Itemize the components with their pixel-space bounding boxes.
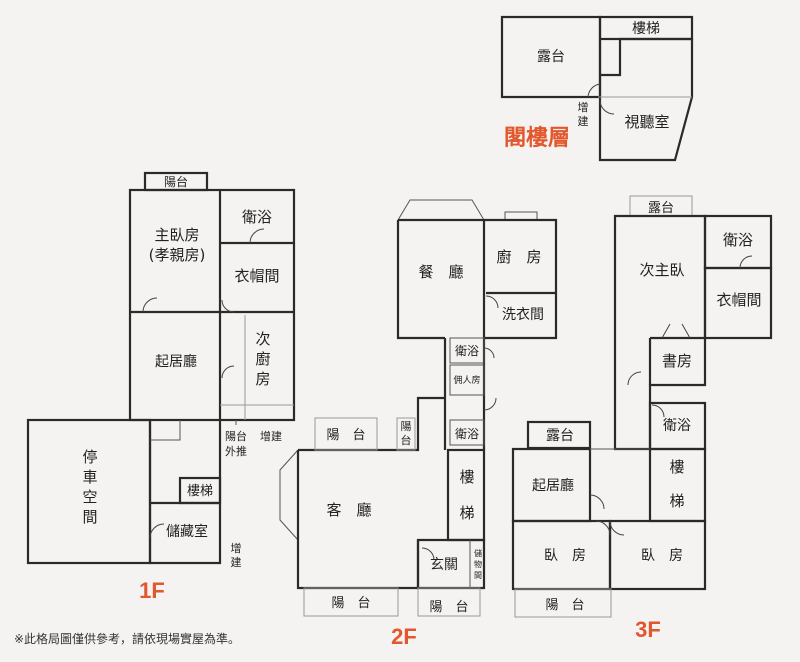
- 3f-bath2-label: 衛浴: [663, 418, 691, 434]
- 2f-foyer-label: 玄關: [430, 556, 458, 573]
- 1f-parking-label-1: 停: [82, 448, 97, 466]
- 3f-bedroom2-label: 臥 房: [641, 548, 683, 564]
- 1f-master-bedroom-sub-label: (孝親房): [149, 246, 206, 264]
- attic-plan: 露台 樓梯 增 建 視聽室 閣樓層: [500, 15, 694, 162]
- 2f-laundry-label: 洗衣間: [502, 307, 544, 323]
- 1f-addition-lower-label-2: 建: [231, 555, 242, 569]
- 3f-stairs-label-1: 樓: [669, 458, 684, 476]
- 2f-stairs-label-1: 樓: [459, 468, 474, 486]
- 3f-balcony-label: 陽 台: [545, 598, 584, 613]
- 1f-addition-label: 增建: [260, 429, 282, 443]
- 1f-floor-label: 1F: [139, 578, 165, 603]
- 2f-balcony-side-label-2: 台: [401, 433, 412, 447]
- 2f-stairs-label-2: 梯: [459, 504, 474, 522]
- floor-1-plan: 陽台 主臥房 (孝親房) 衛浴 衣帽間 起居廳 次 廚 房 陽台 外推 增建 停…: [26, 171, 296, 603]
- 3f-stairs-label-2: 梯: [669, 492, 684, 510]
- 1f-living-room-label: 起居廳: [155, 353, 197, 370]
- 2f-balcony-side-label-1: 陽: [401, 420, 412, 433]
- 2f-floor-label: 2F: [391, 624, 417, 649]
- 1f-balcony-push-label-2: 外推: [225, 444, 247, 458]
- 2f-bath2-label: 衛浴: [455, 427, 479, 441]
- 2f-maid-room-label: 佣人房: [453, 374, 480, 386]
- 2f-balcony-bottom-label: 陽 台: [331, 596, 370, 611]
- 3f-terrace-label: 露台: [648, 201, 674, 216]
- 2f-balcony-bottom2-label: 陽 台: [429, 600, 468, 615]
- 1f-balcony-label: 陽台: [164, 174, 188, 189]
- 1f-second-kitchen-label-3: 房: [255, 370, 270, 388]
- 2f-kitchen-label: 廚 房: [496, 248, 541, 266]
- 2f-living-label: 客 廳: [326, 501, 371, 519]
- 2f-balcony-top-label: 陽 台: [326, 428, 365, 443]
- 1f-second-kitchen-label-1: 次: [255, 330, 270, 348]
- 1f-parking-label-3: 空: [82, 488, 97, 506]
- attic-terrace-label: 露台: [537, 49, 565, 65]
- 1f-parking-label-4: 間: [82, 508, 97, 526]
- attic-floor-title: 閣樓層: [504, 125, 570, 150]
- 2f-storage-label-3: 間: [474, 571, 482, 580]
- 1f-storage-label: 儲藏室: [166, 523, 208, 540]
- 3f-floor-label: 3F: [635, 617, 661, 642]
- 3f-living-room-label: 起居廳: [532, 477, 574, 494]
- 1f-second-kitchen-label-2: 廚: [255, 350, 270, 368]
- attic-stairs-label: 樓梯: [632, 21, 660, 37]
- 2f-bath-label: 衛浴: [455, 344, 479, 358]
- 3f-closet-label: 衣帽間: [716, 291, 761, 309]
- floor-2-plan: 餐 廳 廚 房 洗衣間 衛浴 佣人房 陽 台 陽 台 衛浴 客 廳 樓 梯 玄關…: [279, 199, 558, 649]
- disclaimer-note: ※此格局圖僅供參考，請依現場實屋為準。: [14, 631, 240, 646]
- 2f-storage-label-2: 物: [474, 559, 482, 569]
- attic-addition-label-1: 增: [578, 100, 589, 114]
- 1f-bath-label: 衛浴: [242, 208, 272, 226]
- 1f-addition-lower-label-1: 增: [231, 541, 242, 555]
- 3f-bath-label: 衛浴: [723, 231, 753, 249]
- 3f-study-label: 書房: [662, 352, 692, 370]
- floor-3-plan: 露台 次主臥 衛浴 衣帽間 書房 衛浴 露台 起居廳 樓 梯 臥 房 臥 房 陽…: [511, 195, 773, 642]
- 2f-dining-label: 餐 廳: [418, 263, 463, 281]
- attic-av-room-label: 視聽室: [624, 113, 669, 131]
- 1f-master-bedroom-label: 主臥房: [154, 226, 199, 244]
- 1f-closet-label: 衣帽間: [234, 267, 279, 285]
- 1f-stairs-label: 樓梯: [187, 484, 213, 499]
- 1f-balcony-push-label-1: 陽台: [225, 429, 247, 443]
- 1f-parking-label-2: 車: [82, 468, 97, 486]
- attic-addition-label-2: 建: [578, 114, 589, 128]
- 3f-bedroom1-label: 臥 房: [544, 548, 586, 564]
- 2f-storage-label-1: 儲: [474, 548, 482, 558]
- 3f-terrace2-label: 露台: [546, 428, 574, 444]
- 3f-second-master-label: 次主臥: [639, 261, 684, 279]
